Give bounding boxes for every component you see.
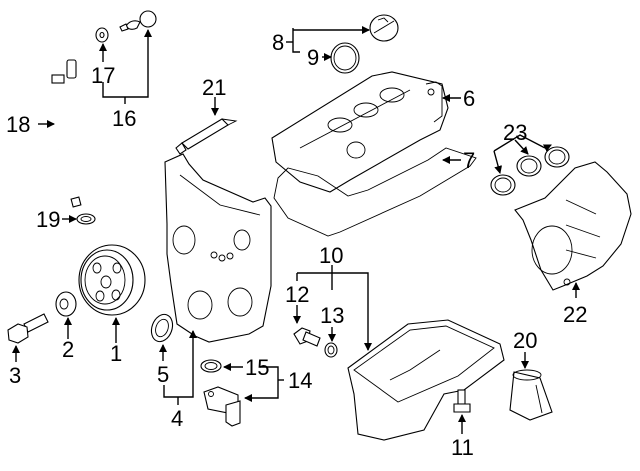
dipstick-handle-part[interactable] [119, 10, 157, 32]
callout-17[interactable]: 17 [91, 63, 115, 88]
callout-16[interactable]: 16 [112, 106, 136, 131]
callout-7[interactable]: 7 [463, 148, 475, 173]
dipstick-seal-part[interactable] [95, 27, 109, 43]
callout-4[interactable]: 4 [171, 406, 183, 431]
callout-10[interactable]: 10 [319, 243, 343, 268]
callout-22[interactable]: 22 [563, 302, 587, 327]
drain-plug-gasket-part[interactable] [324, 342, 338, 358]
callout-11[interactable]: 11 [451, 435, 474, 460]
callout-12[interactable]: 12 [285, 282, 309, 307]
callout-1[interactable]: 1 [110, 341, 122, 366]
sensor-o-ring-part[interactable] [200, 359, 222, 373]
filler-cap-seal-part[interactable] [330, 42, 360, 74]
camshaft-sensor-part[interactable] [203, 386, 241, 427]
washer-part[interactable] [55, 291, 77, 317]
sealant-part[interactable] [175, 118, 238, 155]
oil-pan-part[interactable] [347, 319, 505, 441]
oil-filler-cap-part[interactable] [369, 14, 399, 42]
callout-18[interactable]: 18 [6, 112, 30, 137]
timing-cover-part[interactable] [164, 153, 272, 343]
oil-pan-bolt-part[interactable] [453, 389, 471, 413]
callout-21[interactable]: 21 [202, 75, 226, 100]
callout-20[interactable]: 20 [513, 328, 537, 353]
callout-23[interactable]: 23 [503, 120, 527, 145]
callout-6[interactable]: 6 [463, 86, 475, 111]
callout-labels: 18 17 16 19 21 8 9 6 7 23 22 1 2 3 5 4 1… [6, 30, 587, 460]
tube-o-ring-part[interactable] [76, 213, 96, 225]
oil-filter-part[interactable] [509, 369, 553, 421]
pulley-bolt-part[interactable] [7, 313, 49, 344]
valve-cover-gasket-part[interactable] [273, 147, 477, 237]
callout-13[interactable]: 13 [320, 303, 344, 328]
callout-14[interactable]: 14 [288, 368, 312, 393]
valve-cover-part[interactable] [271, 71, 449, 193]
callout-8[interactable]: 8 [272, 30, 284, 55]
callout-15[interactable]: 15 [245, 355, 269, 380]
callout-2[interactable]: 2 [62, 337, 74, 362]
callout-3[interactable]: 3 [9, 363, 21, 388]
leader-lines [12, 26, 580, 434]
callout-5[interactable]: 5 [157, 362, 169, 387]
intake-manifold-part[interactable] [514, 161, 632, 291]
callout-9[interactable]: 9 [307, 45, 319, 70]
front-seal-part[interactable] [148, 311, 176, 344]
manifold-gaskets-part[interactable] [490, 146, 570, 196]
dipstick-tube-part[interactable] [51, 40, 85, 208]
callout-19[interactable]: 19 [36, 207, 60, 232]
drain-plug-part[interactable] [293, 327, 321, 347]
crankshaft-pulley-part[interactable] [78, 244, 146, 316]
